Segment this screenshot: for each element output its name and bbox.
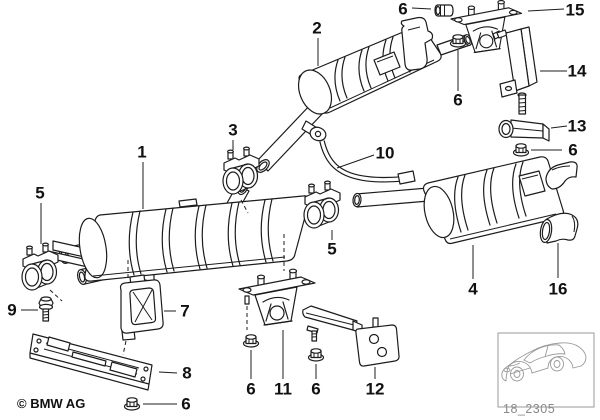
callout-6-right: 6 [568, 140, 578, 160]
rear-silencer-right-drawing [352, 156, 578, 245]
cross-member-drawing-8 [29, 333, 153, 391]
car-inset-frame [497, 332, 595, 408]
callout-15: 15 [565, 0, 585, 20]
bracket-drawing-12 [302, 305, 400, 367]
bracket-rod-drawing-10 [309, 126, 403, 183]
rear-silencer-left-drawing [256, 16, 473, 173]
callout-16: 16 [548, 279, 568, 299]
callout-5-right: 5 [327, 239, 337, 259]
callout-10: 10 [375, 143, 395, 163]
clamp-bracket-drawing-13 [498, 119, 550, 142]
callout-2: 2 [312, 18, 322, 38]
bolt-drawing-9 [38, 296, 54, 322]
callout-14: 14 [567, 61, 587, 81]
rubber-ring-drawing-7 [119, 274, 164, 341]
callout-9: 9 [7, 300, 17, 320]
callout-6-top: 6 [398, 0, 408, 19]
nut-drawing-6f [123, 397, 141, 411]
callout-7: 7 [180, 301, 190, 321]
tailpipe-tip-drawing-16 [539, 212, 579, 244]
dashed-lines [49, 199, 285, 356]
callout-6-bottom: 6 [181, 394, 191, 414]
car-silhouette [501, 342, 587, 382]
leader-lines [21, 7, 568, 405]
nut-drawing-6e [307, 348, 325, 362]
nut-drawing-6c [512, 143, 530, 157]
callout-5-left: 5 [35, 183, 45, 203]
callout-1: 1 [137, 142, 147, 162]
diagram-code: 18_2305 [503, 402, 556, 416]
nut-drawing-6b [449, 34, 467, 48]
callout-4: 4 [468, 279, 478, 299]
callout-6-mid1: 6 [246, 379, 256, 399]
grommet-drawing-6a [434, 4, 454, 17]
copyright-text: © BMW AG [17, 396, 86, 411]
clamp-drawing-3 [222, 146, 260, 195]
callout-8: 8 [182, 363, 192, 383]
nut-drawing-6d [242, 334, 260, 348]
callout-13: 13 [567, 116, 587, 136]
front-silencer-drawing [47, 180, 310, 285]
callout-6-mid2: 6 [311, 379, 321, 399]
clamp-drawing-5-right [303, 180, 341, 229]
callout-3: 3 [228, 120, 238, 140]
rubber-mount-drawing-11 [238, 268, 316, 326]
callout-11: 11 [274, 379, 292, 399]
car-inset [497, 332, 595, 408]
holder-drawing-14 [492, 26, 538, 115]
callout-6-upper: 6 [453, 90, 463, 110]
callout-12: 12 [365, 379, 385, 399]
